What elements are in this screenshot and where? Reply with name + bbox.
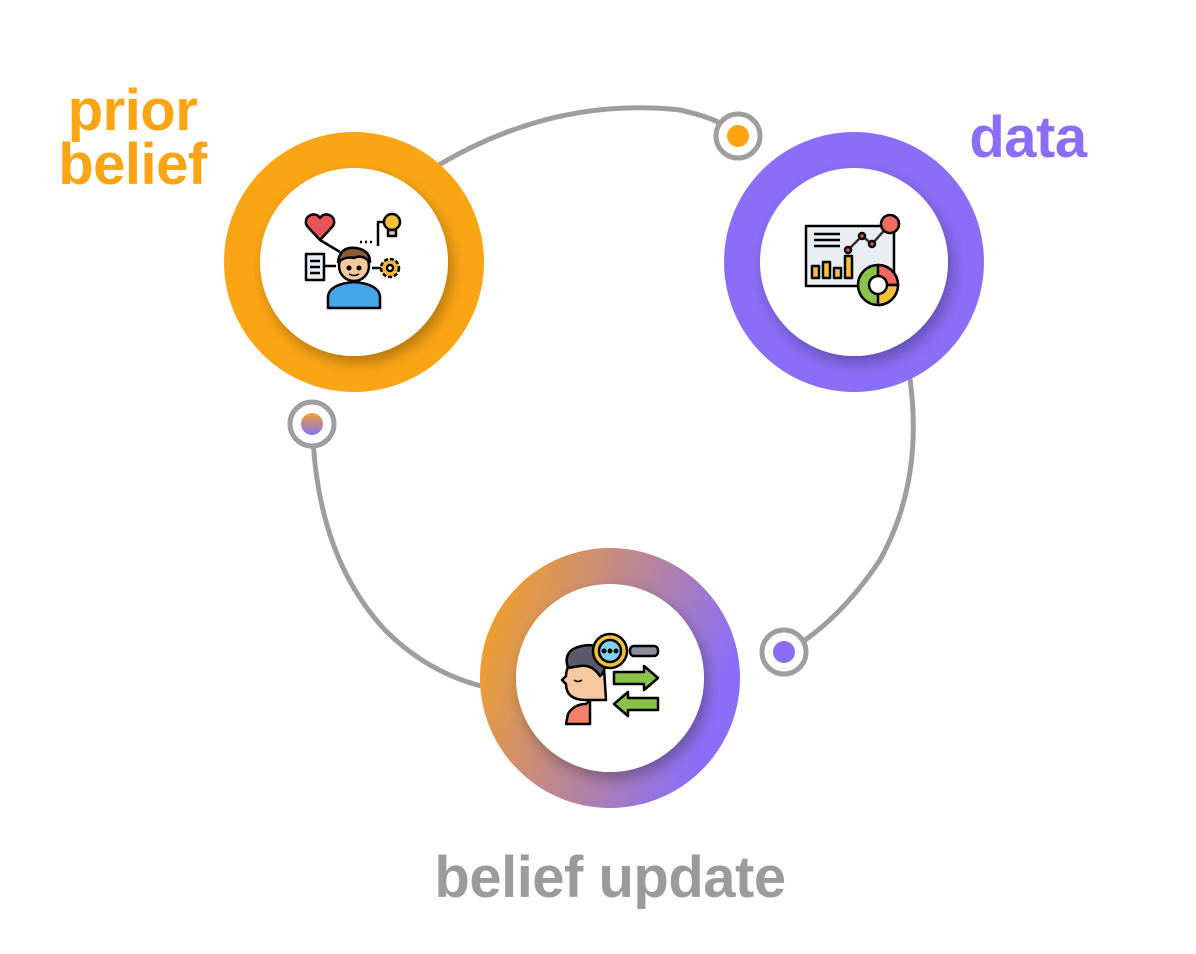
person-thinking-icon [304,212,402,310]
connector-dot-data-update [759,627,809,677]
label-prior-belief-line1: prior [67,78,198,143]
label-prior-belief-line2: belief [58,132,207,197]
connector-dot-prior-data [713,111,763,161]
node-prior-belief [224,132,484,392]
data-dashboard-icon [804,213,901,307]
connector-dot-update-prior [287,399,337,449]
mind-exchange-icon [560,632,660,726]
node-belief-update [480,548,740,808]
label-prior-belief: prior belief [40,78,225,197]
connector-prior-to-data [410,105,740,185]
node-data [724,132,984,392]
connector-data-to-update [788,349,916,653]
label-belief-update: belief update [434,845,786,910]
label-data: data [969,105,1087,170]
connector-update-to-prior [310,439,517,695]
